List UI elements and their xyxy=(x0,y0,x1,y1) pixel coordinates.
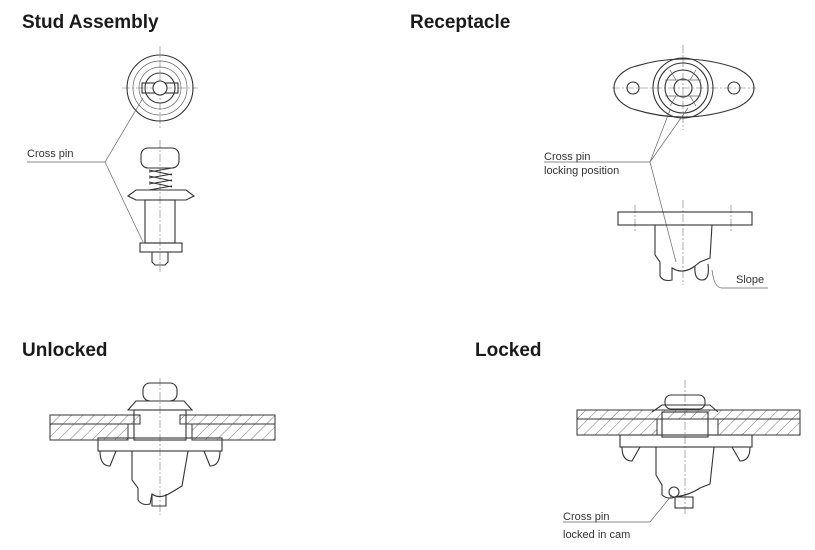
stud-top-view xyxy=(122,46,198,130)
locked-view xyxy=(563,380,801,523)
cross-pin-locking-label-line2: locking position xyxy=(544,165,620,177)
cross-pin-locking-label-line1: Cross pin xyxy=(544,151,591,163)
cross-pin-locked-label-line1: Cross pin xyxy=(563,511,610,523)
receptacle-side-view xyxy=(617,200,768,289)
receptacle-title: Receptacle xyxy=(410,12,511,33)
unlocked-title: Unlocked xyxy=(22,340,108,361)
cross-pin-locked-label-line2: locked in cam xyxy=(563,529,631,541)
receptacle-top-view xyxy=(544,45,756,263)
cross-pin-label: Cross pin xyxy=(27,148,74,160)
slope-label: Slope xyxy=(736,274,765,286)
locked-title: Locked xyxy=(475,340,542,361)
unlocked-view xyxy=(49,378,276,515)
stud-side-view xyxy=(27,97,196,272)
stud-assembly-title: Stud Assembly xyxy=(22,12,159,33)
